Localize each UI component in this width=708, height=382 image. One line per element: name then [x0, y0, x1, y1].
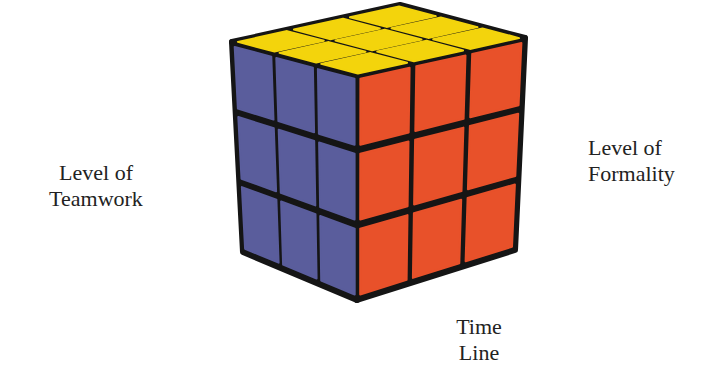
cube-sticker	[235, 47, 274, 120]
cube-frame	[357, 38, 525, 300]
cube-sticker	[360, 142, 408, 220]
cube-sticker	[319, 143, 355, 220]
cube-stickers	[235, 6, 522, 294]
cube-sticker	[279, 130, 316, 206]
axis-label: Time Line	[448, 314, 510, 366]
axis-label: Level of Formality	[588, 135, 692, 187]
cube-sticker	[468, 114, 518, 190]
cube-sticker	[238, 117, 276, 191]
cube-sticker	[360, 215, 407, 294]
axis-label: Level of Teamwork	[40, 160, 152, 212]
cube-sticker	[318, 69, 355, 145]
cube-sticker	[242, 187, 279, 263]
cube-sticker	[466, 185, 515, 262]
cube-body	[232, 5, 525, 300]
cube-frame	[232, 42, 357, 300]
cube-sticker	[414, 128, 463, 205]
cube-sticker	[320, 216, 355, 295]
cube-sticker	[470, 43, 521, 117]
cube-sticker	[281, 202, 317, 279]
cube-sticker	[413, 200, 461, 278]
cube-sticker	[360, 68, 409, 145]
cube-sticker	[415, 55, 465, 131]
cube-sticker	[276, 58, 314, 132]
